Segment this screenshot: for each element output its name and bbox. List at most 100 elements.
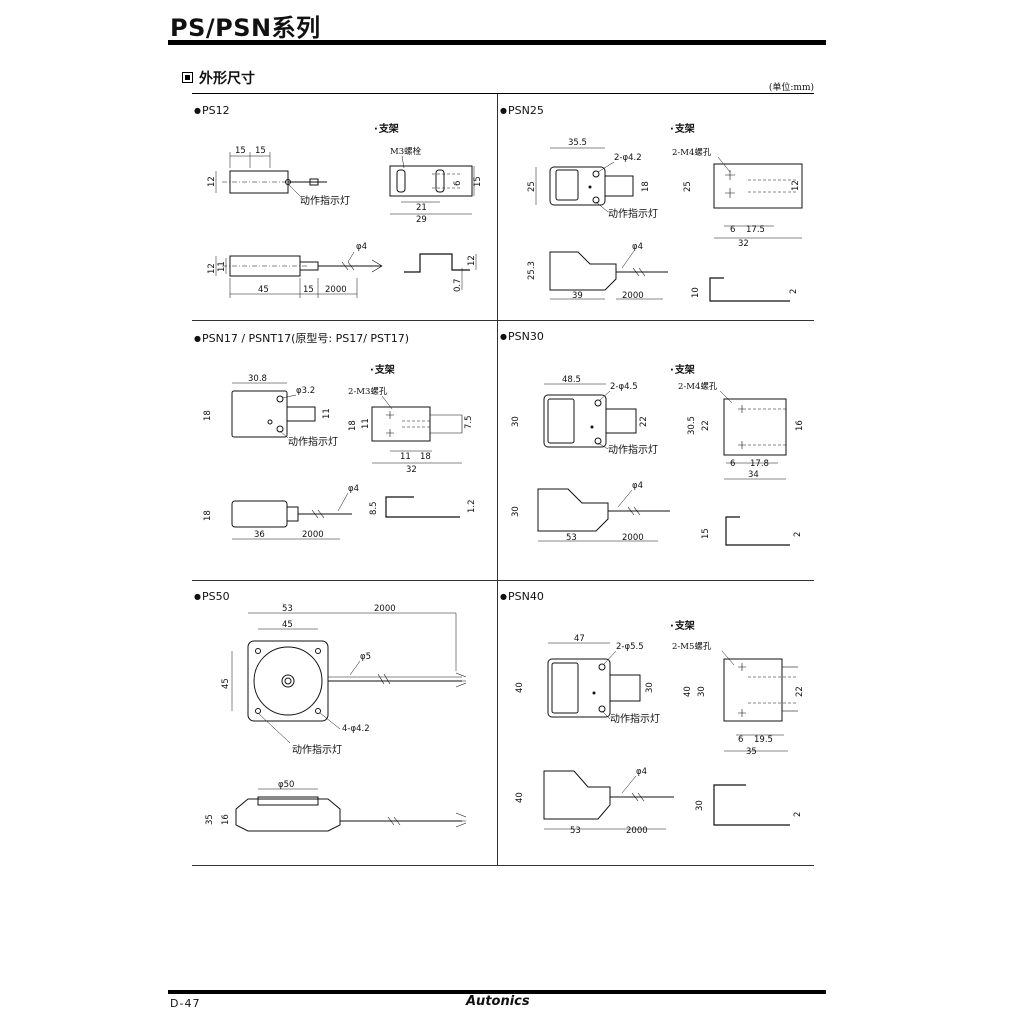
ps12-dim: 12 [207,263,217,274]
ps12-bolt-label: M3螺栓 [390,146,422,157]
ps50-dim: φ50 [278,780,294,790]
ps12-dim: 2000 [325,285,347,295]
bracket-label: 支架 [374,120,399,135]
psn25-dim: 17.5 [746,225,765,235]
ps50-dim: 4-φ4.2 [342,724,370,734]
cell-ps50: PS50 53 45 2000 45 φ5 4-φ4.2 [192,581,497,865]
psn30-dim: 30 [511,506,521,517]
psn30-dim: 17.8 [750,459,769,469]
ps12-dim: 12 [467,255,477,266]
psn25-dim: 2000 [622,291,644,301]
psn40-dim: 40 [515,792,525,803]
bracket-label: 支架 [670,120,695,135]
psn17-led-label: 动作指示灯 [288,435,338,448]
psn17-dim: 11 [322,408,332,419]
psn25-dim: 32 [738,239,749,249]
psn25-dim: 6 [730,225,735,235]
model-label-psn17: PSN17 / PSNT17(原型号: PS17/ PST17) [194,330,409,346]
square-bullet-icon [182,72,193,83]
ps12-dim: φ4 [356,242,367,252]
psn25-dim: φ4 [632,242,643,252]
psn17-dim: φ4 [348,484,359,494]
ps12-dim: 6 [453,181,463,186]
psn17-dim: 8.5 [369,501,379,515]
cell-psn17: PSN17 / PSNT17(原型号: PS17/ PST17) 支架 30.8… [192,321,497,580]
ps50-dim: 16 [221,814,231,825]
ps50-dim: 45 [221,678,231,689]
psn25-hole-label: 2-M4螺孔 [672,147,712,158]
ps12-drawing: 15 15 12 动作指示灯 M3螺栓 21 29 6 15 [207,146,483,298]
psn17-dim: 11 [361,418,371,429]
psn40-dim: 35 [746,747,757,757]
psn17-dim: 18 [203,510,213,521]
ps12-dim: 15 [473,176,483,187]
psn30-dim: 15 [701,528,711,539]
psn40-dim: 53 [570,826,581,836]
psn17-dim: 2000 [302,530,324,540]
grid-row-divider [192,320,814,321]
psn40-dim: 47 [574,634,585,644]
psn40-dim: 2 [793,812,803,817]
psn17-dim: 7.5 [464,415,474,429]
psn17-dim: 11 [400,452,411,462]
psn30-dim: 48.5 [562,375,581,385]
ps12-dim: 15 [235,146,246,156]
psn40-dim: 19.5 [754,735,773,745]
section-title: 外形尺寸 [199,71,255,87]
page-number: D-47 [170,997,201,1010]
psn30-drawing: 48.5 2-φ4.5 30 22 动作指示灯 2-M4螺孔 30.5 22 1… [511,375,805,546]
psn17-dim: 18 [348,420,358,431]
psn30-hole-label: 2-M4螺孔 [678,381,718,392]
cell-psn30: PSN30 支架 48.5 2-φ4.5 30 22 动作指示灯 2-M4螺孔 … [498,321,814,580]
brand-logo: Autonics [466,994,530,1009]
ps12-dim: 21 [416,203,427,213]
cell-psn25: PSN25 支架 35.5 2-φ4.2 25 18 动作指示灯 2-M4螺孔 [498,94,814,320]
psn30-dim: 53 [566,533,577,543]
model-label-psn40: PSN40 [500,590,544,603]
psn30-dim: φ4 [632,481,643,491]
section-heading: 外形尺寸 [182,68,255,88]
ps50-drawing: 53 45 2000 45 φ5 4-φ4.2 动作指示灯 φ50 35 16 [205,604,467,832]
psn40-dim: 40 [515,682,525,693]
ps12-dim: 0.7 [453,278,463,292]
psn25-dim: 35.5 [568,138,587,148]
psn40-drawing: 47 2-φ5.5 40 30 动作指示灯 2-M5螺孔 40 30 22 6 … [515,634,805,836]
psn40-dim: 30 [697,686,707,697]
psn25-drawing: 35.5 2-φ4.2 25 18 动作指示灯 2-M4螺孔 25 12 6 1… [527,138,803,302]
psn17-dim: 1.2 [467,499,477,513]
psn17-dim: 30.8 [248,374,267,384]
grid-row-divider [192,580,814,581]
psn40-dim: 2000 [626,826,648,836]
bracket-label: 支架 [670,361,695,376]
psn17-dim: 18 [203,410,213,421]
ps12-led-label: 动作指示灯 [300,194,350,207]
psn40-dim: 2-φ5.5 [616,642,644,652]
psn40-led-label: 动作指示灯 [610,712,660,725]
cell-psn40: PSN40 支架 47 2-φ5.5 40 30 动作指示灯 2-M5螺孔 [498,581,814,865]
cell-ps12: PS12 支架 15 15 12 动作指示灯 M3螺栓 [192,94,497,320]
psn17-dim: 32 [406,465,417,475]
ps50-dim: 2000 [374,604,396,614]
ps12-dim: 29 [416,215,427,225]
model-label-psn30: PSN30 [500,330,544,343]
title-rule [168,40,826,45]
psn40-dim: 6 [738,735,743,745]
bracket-label: 支架 [670,617,695,632]
psn25-dim: 12 [791,180,801,191]
ps50-led-label: 动作指示灯 [292,743,342,756]
model-label-ps50: PS50 [194,590,230,603]
psn25-led-label: 动作指示灯 [608,207,658,220]
psn30-dim: 30.5 [687,416,697,435]
psn30-dim: 22 [639,416,649,427]
psn17-drawing: 30.8 φ3.2 18 11 动作指示灯 2-M3螺孔 18 11 7.5 1… [203,374,477,540]
psn17-dim: 36 [254,530,265,540]
psn25-dim: 2 [789,289,799,294]
psn30-dim: 2000 [622,533,644,543]
psn30-dim: 6 [730,459,735,469]
grid-vertical-divider [497,94,498,866]
page-title: PS/PSN系列 [170,14,321,42]
psn30-dim: 16 [795,420,805,431]
unit-note: (单位:mm) [768,83,814,93]
psn17-dim: φ3.2 [296,386,315,396]
psn30-dim: 2 [793,532,803,537]
